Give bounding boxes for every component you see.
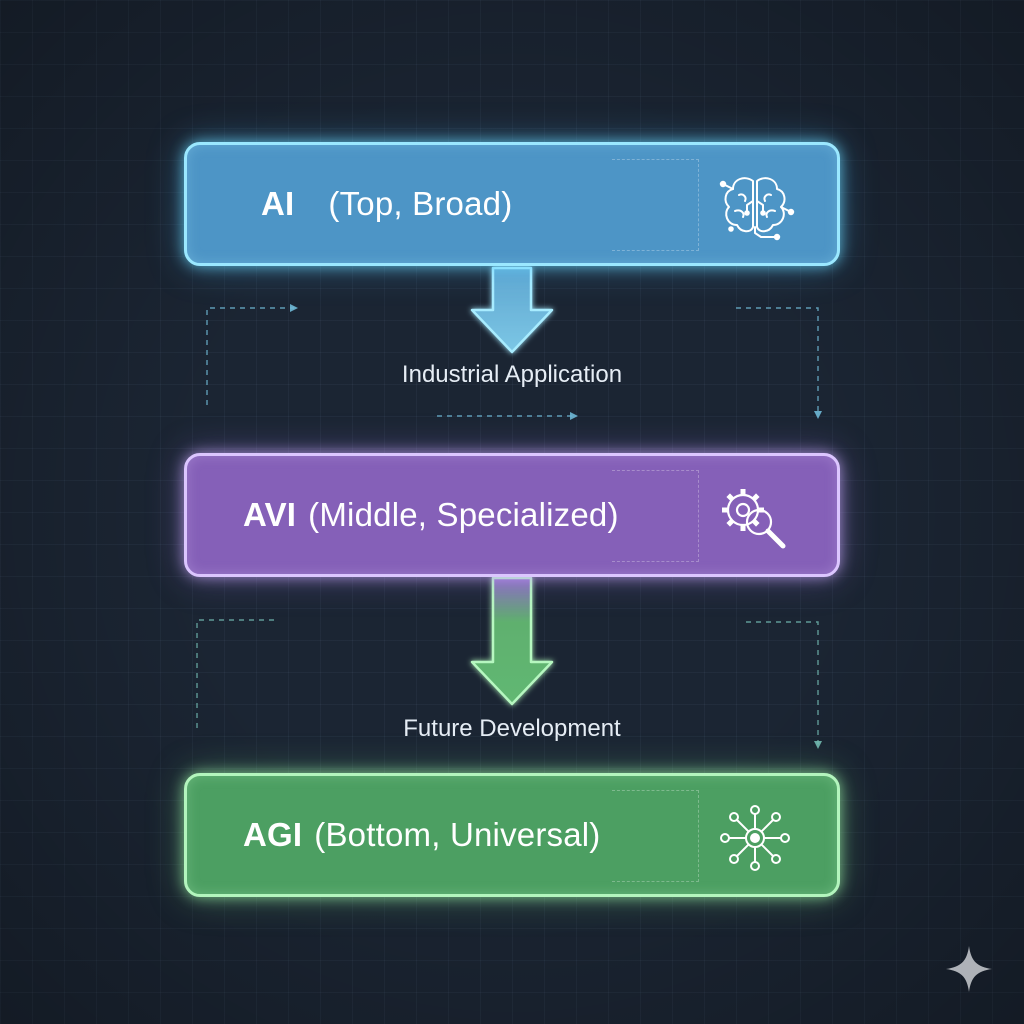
tier-box-agi: AGI (Bottom, Universal) xyxy=(184,773,840,897)
tier-name: AI xyxy=(261,185,295,222)
dashed-connector-left-upper xyxy=(206,307,294,405)
transition-label-industrial-application: Industrial Application xyxy=(401,361,623,388)
tier-qualifier: (Middle, Specialized) xyxy=(308,496,619,533)
tier-name: AGI xyxy=(243,816,303,853)
arrow-ai-to-avi xyxy=(470,266,554,354)
dashed-connector-right-lower xyxy=(746,621,819,744)
arrowhead-center-upper xyxy=(570,412,578,420)
dashed-frame xyxy=(612,790,699,882)
tier-qualifier: (Bottom, Universal) xyxy=(314,816,601,853)
dashed-frame xyxy=(612,470,699,562)
tier-label-avi: AVI (Middle, Specialized) xyxy=(243,456,619,574)
network-hub-icon xyxy=(715,802,795,874)
transition-label-future-development: Future Development xyxy=(403,715,621,742)
gear-magnifier-icon xyxy=(715,482,795,554)
dashed-connector-left-lower xyxy=(196,619,275,728)
arrow-avi-to-agi xyxy=(470,576,554,706)
arrowhead-right-upper xyxy=(814,411,822,419)
sparkle-icon xyxy=(946,946,992,992)
arrowhead-right-lower xyxy=(814,741,822,749)
tier-label-agi: AGI (Bottom, Universal) xyxy=(243,776,600,894)
dashed-frame xyxy=(612,159,699,251)
brain-circuit-icon xyxy=(715,171,795,243)
tier-name: AVI xyxy=(243,496,297,533)
tier-qualifier: (Top, Broad) xyxy=(328,185,513,222)
tier-box-avi: AVI (Middle, Specialized) xyxy=(184,453,840,577)
dashed-connector-right-upper xyxy=(736,307,819,414)
tier-label-ai: AI (Top, Broad) xyxy=(261,145,512,263)
tier-box-ai: AI (Top, Broad) xyxy=(184,142,840,266)
arrowhead-left-upper xyxy=(290,304,298,312)
